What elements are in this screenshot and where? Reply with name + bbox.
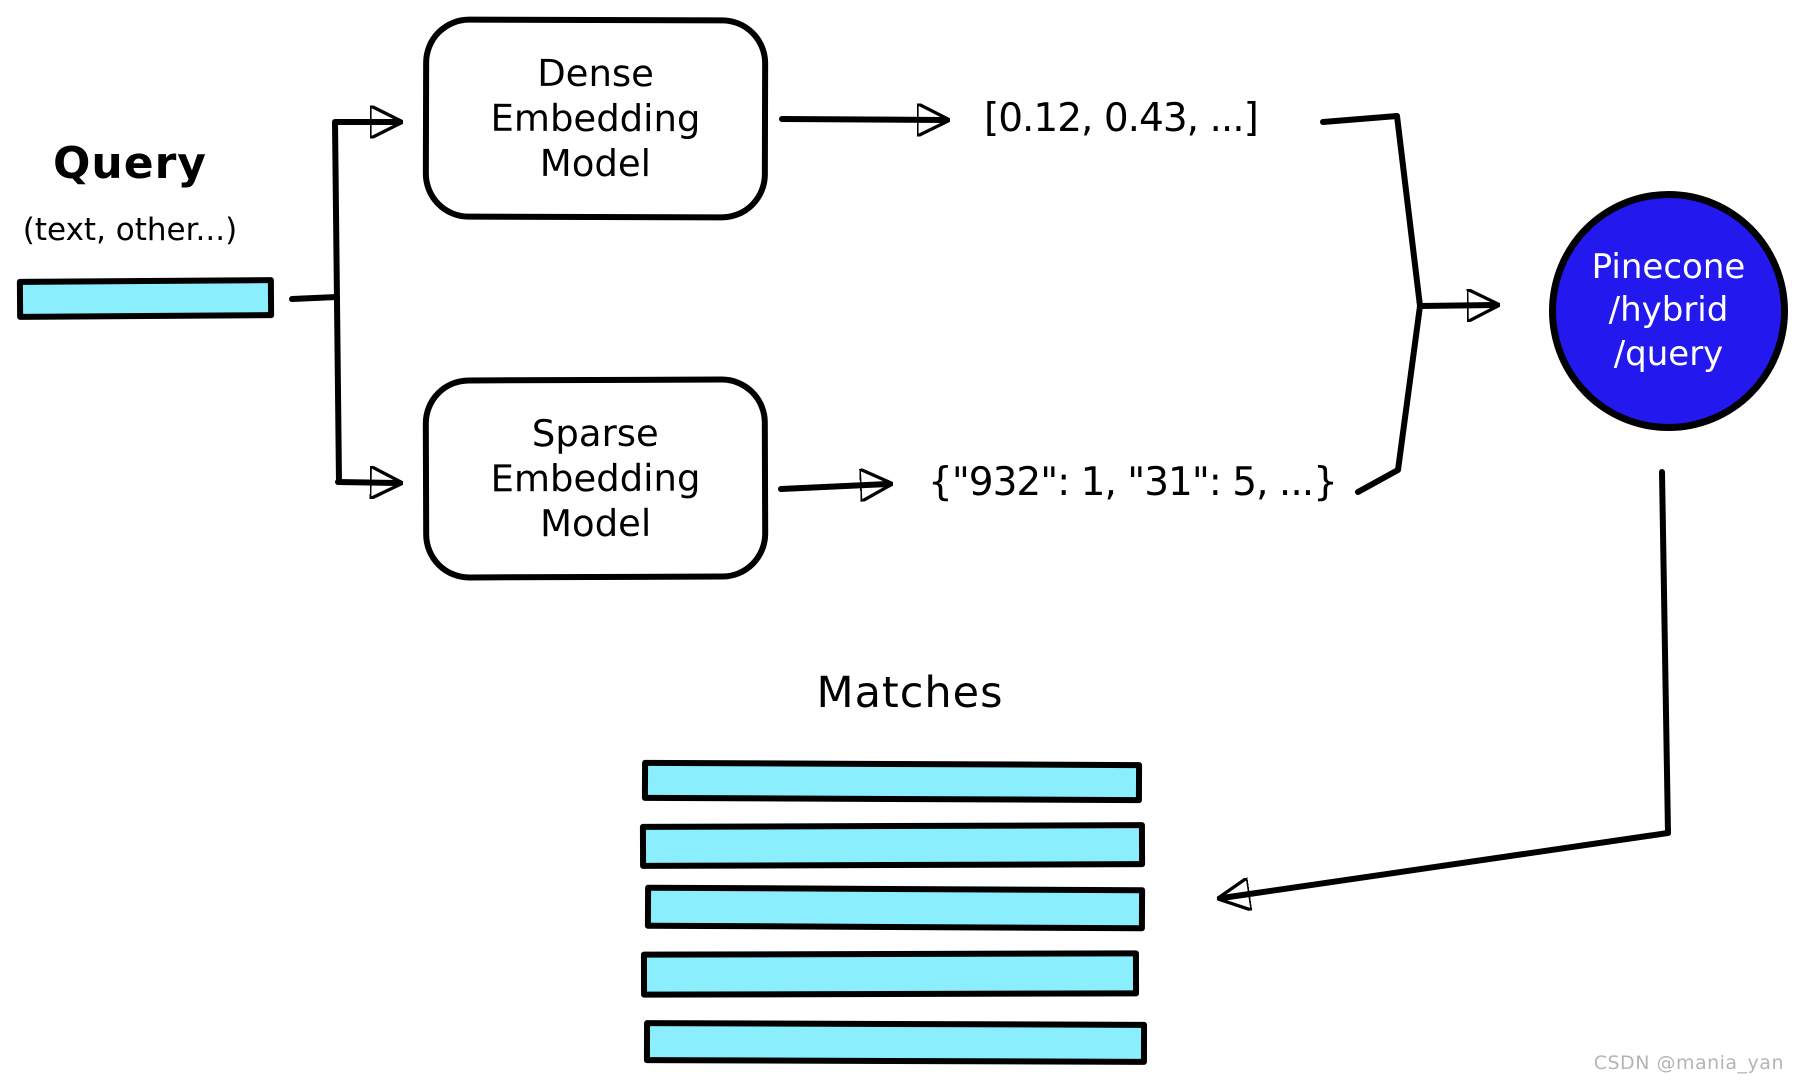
watermark-text: CSDN @mania_yan bbox=[1593, 1052, 1784, 1074]
pinecone-to-matches-arrow bbox=[1222, 469, 1671, 898]
query-title: Query bbox=[53, 138, 207, 189]
sparse-embedding-model-box: Sparse Embedding Model bbox=[422, 376, 769, 581]
dense-vector-value: [0.12, 0.43, ...] bbox=[984, 96, 1259, 141]
sparse-output-arrow bbox=[778, 484, 888, 489]
query-subtitle: (text, other...) bbox=[22, 212, 238, 248]
match-bar bbox=[644, 884, 1146, 932]
query-branch-line bbox=[332, 119, 342, 485]
matches-title: Matches bbox=[816, 668, 1004, 718]
match-bar bbox=[640, 950, 1140, 998]
match-bar bbox=[639, 822, 1146, 869]
pinecone-hybrid-query-node: Pinecone /hybrid /query bbox=[1549, 191, 1788, 431]
query-connector-line bbox=[289, 294, 340, 302]
sparse-vector-value: {"932": 1, "31": 5, ...} bbox=[928, 460, 1338, 505]
match-bar bbox=[643, 1020, 1148, 1065]
sparse-embedding-model-label: Sparse Embedding Model bbox=[490, 411, 701, 546]
arrow-to-pinecone bbox=[1418, 305, 1495, 306]
pinecone-node-label: Pinecone /hybrid /query bbox=[1591, 246, 1746, 374]
arrow-to-sparse bbox=[335, 482, 398, 483]
dense-embedding-model-box: Dense Embedding Model bbox=[422, 16, 769, 221]
match-bar bbox=[641, 759, 1143, 804]
merge-brace bbox=[1320, 113, 1423, 495]
dense-output-arrow bbox=[779, 119, 945, 120]
dense-embedding-model-label: Dense Embedding Model bbox=[490, 51, 701, 186]
query-input-bar bbox=[16, 277, 275, 320]
